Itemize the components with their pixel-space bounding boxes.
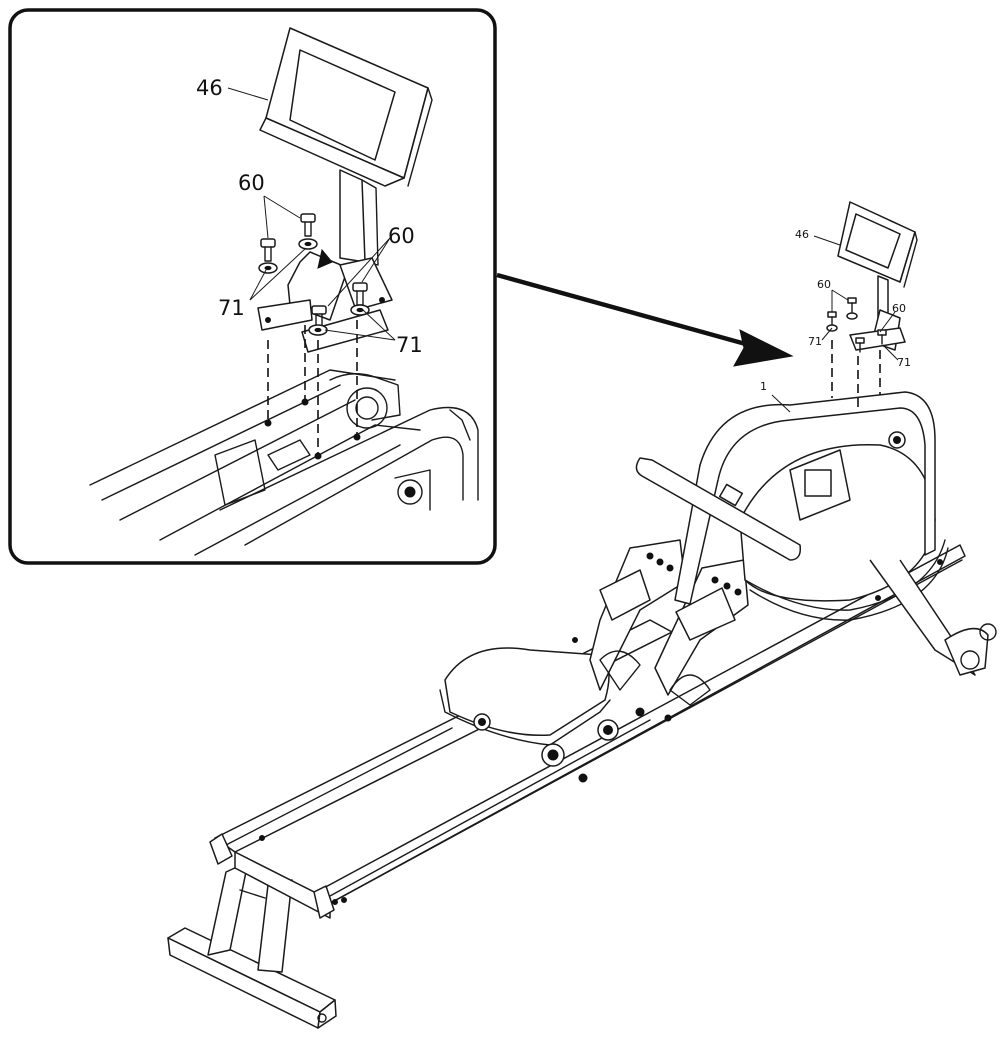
- footrests: [589, 539, 749, 706]
- bolt-icon: [855, 337, 865, 353]
- callout-washer-71-left: 71: [218, 296, 245, 320]
- callout-console-46: 46: [196, 76, 223, 100]
- inset-hardware: [258, 213, 370, 336]
- inset-frame-rails: [89, 369, 479, 556]
- detail-inset: 46 60 60 71 71: [8, 8, 497, 565]
- bolt-icon: [827, 311, 837, 326]
- main-callout-washer-71-right: 71: [897, 356, 911, 369]
- callout-bolt-60-right: 60: [388, 224, 415, 248]
- inset-alignment-lines: [267, 320, 358, 455]
- washer-icon: [308, 324, 328, 336]
- main-console: [837, 201, 918, 321]
- main-callout-washer-71-left: 71: [808, 335, 822, 348]
- rear-stabilizer: [167, 861, 337, 1029]
- main-callout-frame-1: 1: [760, 380, 767, 393]
- main-callout-bolt-60-right: 60: [892, 302, 906, 315]
- bolt-icon: [847, 297, 857, 313]
- washer-icon: [258, 262, 278, 274]
- washer-icon: [298, 238, 318, 250]
- washer-icon: [846, 312, 858, 320]
- bolt-icon: [311, 305, 327, 327]
- main-callout-bolt-60-left: 60: [817, 278, 831, 291]
- callout-bolt-60-left: 60: [238, 171, 265, 195]
- callout-washer-71-right: 71: [396, 333, 423, 357]
- handle-bar: [635, 457, 802, 561]
- bolt-icon: [300, 213, 316, 237]
- inset-brackets: [257, 248, 393, 353]
- bolt-icon: [260, 238, 276, 262]
- main-callout-console-46: 46: [795, 228, 809, 241]
- washer-icon: [350, 304, 370, 316]
- main-rail: [209, 544, 966, 919]
- inset-leaders: [227, 87, 396, 341]
- zoom-arrow: [496, 272, 794, 367]
- main-hardware: [826, 297, 906, 410]
- inset-console: [259, 27, 433, 266]
- main-leaders: [771, 235, 899, 413]
- rowing-machine: 46 60 60 71 71 1: [167, 201, 997, 1029]
